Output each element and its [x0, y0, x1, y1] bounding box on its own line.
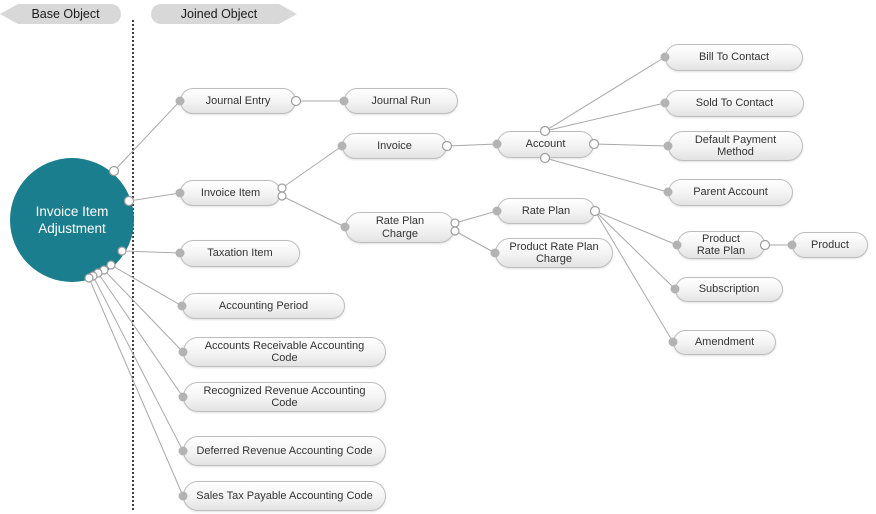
- node-default-payment-method[interactable]: Default Payment Method: [668, 131, 803, 161]
- base-object-banner: Base Object: [0, 4, 121, 24]
- node-journal-run[interactable]: Journal Run: [344, 88, 458, 114]
- node-label: Recognized Revenue Accounting Code: [203, 384, 366, 410]
- node-product-rate-plan-charge[interactable]: Product Rate Plan Charge: [495, 238, 613, 268]
- node-product[interactable]: Product: [792, 232, 868, 258]
- node-label: Parent Account: [693, 186, 768, 199]
- base-object-banner-label: Base Object: [31, 7, 100, 21]
- node-journal-entry[interactable]: Journal Entry: [180, 88, 296, 114]
- node-sales-tax-payable-accounting-code[interactable]: Sales Tax Payable Accounting Code: [183, 481, 386, 511]
- node-label: Rate Plan Charge: [375, 215, 425, 240]
- node-label: Invoice Item: [200, 186, 261, 199]
- base-joined-divider: [132, 20, 134, 510]
- node-rate-plan[interactable]: Rate Plan: [497, 198, 595, 224]
- node-label: Rate Plan: [521, 204, 571, 217]
- node-accounts-receivable-accounting-code[interactable]: Accounts Receivable Accounting Code: [183, 337, 386, 367]
- node-sold-to-contact[interactable]: Sold To Contact: [665, 90, 804, 117]
- node-label: Amendment: [694, 336, 755, 349]
- node-invoice-item[interactable]: Invoice Item: [180, 180, 281, 206]
- node-label: Accounting Period: [218, 299, 309, 312]
- node-label: Deferred Revenue Accounting Code: [196, 444, 373, 457]
- node-accounting-period[interactable]: Accounting Period: [182, 293, 345, 319]
- node-label: Invoice: [377, 139, 412, 152]
- node-invoice-item-adjustment[interactable]: Invoice Item Adjustment: [10, 158, 134, 282]
- node-label: Default Payment Method: [694, 133, 777, 159]
- node-label: Subscription: [698, 283, 760, 296]
- node-account[interactable]: Account: [497, 131, 594, 158]
- node-subscription[interactable]: Subscription: [675, 277, 783, 302]
- joined-object-banner: Joined Object: [151, 4, 297, 24]
- node-taxation-item[interactable]: Taxation Item: [180, 240, 300, 267]
- node-amendment[interactable]: Amendment: [673, 330, 776, 355]
- node-rate-plan-charge[interactable]: Rate Plan Charge: [345, 212, 455, 243]
- node-label: Accounts Receivable Accounting Code: [204, 339, 365, 365]
- node-label: Sales Tax Payable Accounting Code: [196, 489, 373, 502]
- node-product-rate-plan[interactable]: Product Rate Plan: [677, 231, 765, 259]
- node-label: Invoice Item Adjustment: [35, 204, 109, 236]
- node-bill-to-contact[interactable]: Bill To Contact: [665, 44, 803, 71]
- node-label: Bill To Contact: [698, 51, 770, 64]
- node-parent-account[interactable]: Parent Account: [668, 179, 793, 206]
- node-label: Product: [811, 238, 849, 251]
- node-recognized-revenue-accounting-code[interactable]: Recognized Revenue Accounting Code: [183, 382, 386, 412]
- node-invoice[interactable]: Invoice: [342, 133, 447, 159]
- node-label: Journal Run: [371, 94, 431, 107]
- node-label: Account: [525, 138, 566, 151]
- node-label: Taxation Item: [207, 247, 273, 260]
- node-label: Sold To Contact: [695, 97, 774, 110]
- node-deferred-revenue-accounting-code[interactable]: Deferred Revenue Accounting Code: [183, 436, 386, 466]
- joined-object-banner-label: Joined Object: [180, 7, 258, 21]
- node-label: Product Rate Plan: [696, 232, 746, 258]
- node-label: Product Rate Plan Charge: [509, 240, 599, 266]
- node-label: Journal Entry: [205, 94, 271, 107]
